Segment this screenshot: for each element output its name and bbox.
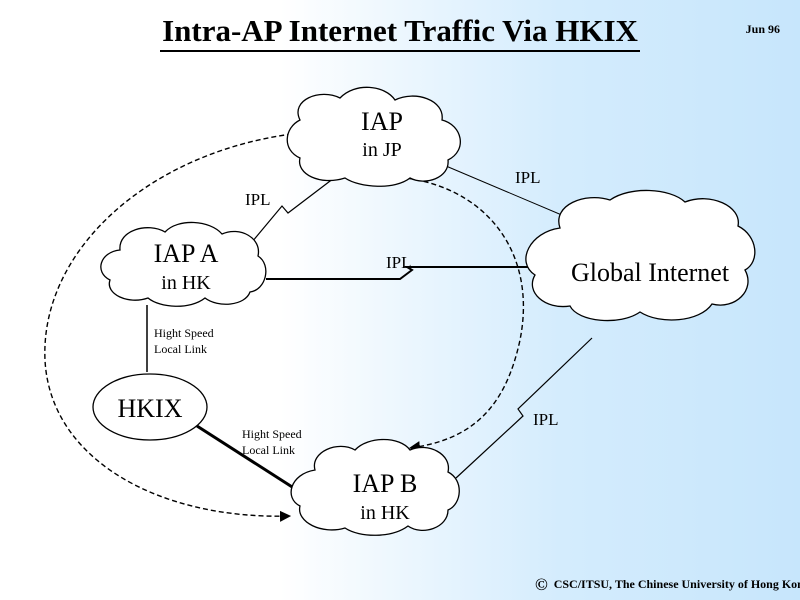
iap-a-name: IAP A [153, 239, 219, 268]
page-title: Intra-AP Internet Traffic Via HKIX [0, 12, 800, 52]
copyright-icon: © [535, 575, 548, 594]
traffic-loop-outer [44, 128, 302, 522]
traffic-loop-inner [366, 170, 525, 453]
iap-jp-node: IAP in JP [322, 107, 442, 161]
cloud-iap-jp [286, 86, 461, 187]
cloud-iap-a [100, 221, 267, 307]
local-link-label-a-hkix-line1: Hight Speed [154, 326, 214, 340]
ipl-label-jp-a: IPL [245, 190, 271, 209]
iap-b-node: IAP B in HK [325, 469, 445, 524]
iap-a-node: IAP A in HK [122, 239, 250, 294]
ipl-link-a-global [266, 266, 530, 280]
cloud-iap-b [290, 438, 460, 536]
hkix-label: HKIX [117, 394, 183, 423]
local-link-label-hkix-b-line2: Local Link [242, 443, 295, 457]
cloud-global-internet [525, 189, 756, 322]
footer: © CSC/ITSU, The Chinese University of Hon… [535, 575, 800, 595]
iap-b-location: in HK [360, 501, 410, 524]
iap-jp-name: IAP [361, 107, 403, 136]
iap-jp-location: in JP [362, 138, 402, 161]
iap-b-name: IAP B [352, 469, 418, 498]
iap-a-location: in HK [161, 271, 211, 294]
date-label: Jun 96 [745, 22, 780, 36]
global-internet-label: Global Internet [570, 258, 730, 287]
local-link-label-a-hkix: Hight Speed Local Link [154, 325, 214, 357]
ipl-label-a-global: IPL [386, 253, 412, 272]
ipl-link-jp-a [251, 174, 339, 243]
local-link-label-hkix-b: Hight Speed Local Link [242, 426, 302, 458]
local-link-label-hkix-b-line1: Hight Speed [242, 427, 302, 441]
ipl-label-b-global: IPL [533, 410, 559, 429]
hkix-node [92, 373, 208, 441]
local-link-hkix-b [196, 424, 301, 494]
ipl-link-b-global [455, 337, 593, 479]
local-link-label-a-hkix-line2: Local Link [154, 342, 207, 356]
footer-text: CSC/ITSU, The Chinese University of Hong… [553, 577, 800, 591]
ipl-label-jp-global: IPL [515, 168, 541, 187]
